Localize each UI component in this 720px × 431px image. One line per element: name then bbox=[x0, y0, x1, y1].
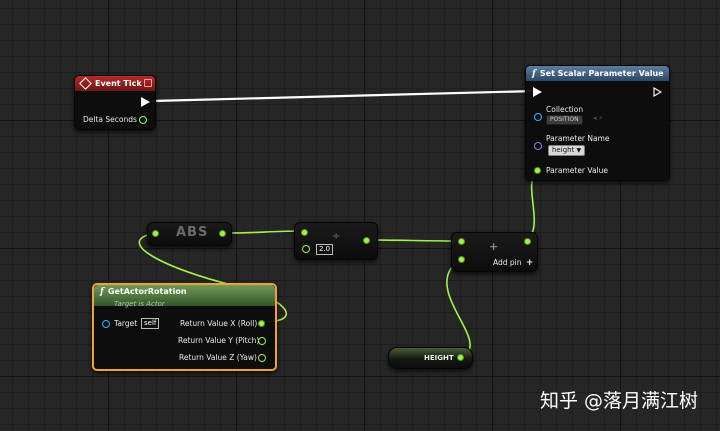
collection-label: Collection bbox=[546, 105, 584, 114]
watermark: 知乎 @落月满江树 bbox=[539, 390, 698, 412]
exec-out-pin[interactable] bbox=[141, 97, 150, 107]
add-node[interactable]: + Add pin + bbox=[451, 232, 538, 272]
wire-divide-to-add[interactable] bbox=[365, 239, 462, 242]
delta-seconds-label: Delta Seconds bbox=[83, 115, 137, 124]
collection-combo[interactable]: POSITION bbox=[546, 115, 583, 125]
add-pin-button[interactable]: Add pin + bbox=[493, 258, 533, 268]
parameter-name-label: Parameter Name bbox=[546, 134, 610, 143]
height-variable-node[interactable]: HEIGHT bbox=[388, 347, 473, 369]
collection-pin[interactable] bbox=[534, 113, 542, 121]
divide-operator: ÷ bbox=[332, 231, 341, 242]
add-pin-label: Add pin bbox=[493, 258, 522, 267]
exec-out-pin[interactable] bbox=[653, 87, 662, 97]
event-tick-node[interactable]: Event Tick Delta Seconds bbox=[74, 75, 156, 130]
return-value-z-label: Return Value Z (Yaw) bbox=[179, 353, 257, 362]
get-actor-rotation-title: GetActorRotation bbox=[107, 287, 187, 296]
abs-node[interactable]: ABS bbox=[147, 222, 232, 246]
divide-input-a-pin[interactable] bbox=[301, 229, 308, 236]
get-actor-rotation-node[interactable]: f GetActorRotation Target is Actor Targe… bbox=[92, 283, 277, 371]
abs-input-pin[interactable] bbox=[152, 230, 159, 237]
function-icon: f bbox=[100, 287, 104, 297]
add-pin-plus-icon: + bbox=[525, 258, 534, 268]
return-value-y-pin[interactable] bbox=[258, 337, 266, 345]
parameter-name-dropdown[interactable]: height ▼ bbox=[548, 145, 586, 156]
wire-height-to-add[interactable] bbox=[446, 258, 471, 358]
return-value-x-pin[interactable] bbox=[258, 320, 265, 327]
parameter-name-pin[interactable] bbox=[534, 142, 542, 150]
event-tick-header[interactable]: Event Tick bbox=[75, 76, 155, 91]
add-input-a-pin[interactable] bbox=[458, 238, 465, 245]
height-title: HEIGHT bbox=[424, 354, 454, 362]
get-actor-rotation-subtitle: Target is Actor bbox=[114, 300, 165, 308]
parameter-value-pin[interactable] bbox=[534, 167, 541, 174]
browse-arrow-icon[interactable]: ◂ ⌕ bbox=[593, 114, 603, 122]
delegate-square-icon[interactable] bbox=[144, 79, 152, 87]
event-tick-title: Event Tick bbox=[95, 79, 142, 88]
target-pin[interactable] bbox=[102, 320, 110, 328]
exec-wire[interactable] bbox=[151, 89, 537, 103]
divide-input-b-value[interactable]: 2.0 bbox=[316, 244, 334, 255]
return-value-y-label: Return Value Y (Pitch) bbox=[178, 336, 260, 345]
target-self-value[interactable]: self bbox=[141, 318, 160, 329]
divide-output-pin[interactable] bbox=[363, 237, 370, 244]
abs-title: ABS bbox=[176, 225, 209, 240]
set-scalar-title: Set Scalar Parameter Value bbox=[539, 69, 664, 78]
add-output-pin[interactable] bbox=[524, 238, 531, 245]
target-label: Target bbox=[114, 319, 138, 328]
parameter-value-label: Parameter Value bbox=[546, 166, 608, 175]
set-scalar-header[interactable]: f Set Scalar Parameter Value bbox=[526, 66, 669, 81]
delta-seconds-pin[interactable] bbox=[139, 116, 147, 124]
exec-in-pin[interactable] bbox=[533, 87, 542, 97]
abs-output-pin[interactable] bbox=[219, 230, 226, 237]
set-scalar-parameter-node[interactable]: f Set Scalar Parameter Value Collection … bbox=[525, 65, 670, 181]
event-diamond-icon bbox=[79, 77, 92, 90]
divide-input-b-pin[interactable] bbox=[302, 245, 310, 253]
return-value-z-pin[interactable] bbox=[258, 354, 266, 362]
add-operator: + bbox=[489, 240, 499, 253]
divide-node[interactable]: ÷ 2.0 bbox=[294, 222, 378, 260]
add-input-b-pin[interactable] bbox=[458, 256, 465, 263]
return-value-x-label: Return Value X (Roll) bbox=[180, 319, 258, 328]
dropdown-arrow-icon: ▼ bbox=[576, 147, 582, 154]
function-icon: f bbox=[532, 68, 536, 79]
parameter-name-value: height bbox=[552, 146, 575, 154]
height-output-pin[interactable] bbox=[457, 354, 464, 361]
